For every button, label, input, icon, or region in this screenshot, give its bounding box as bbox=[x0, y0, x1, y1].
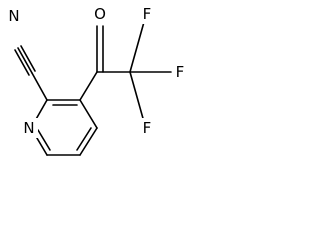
atom-labels: N O F F F N bbox=[5, 4, 188, 138]
nitrile-nitrogen-label: N bbox=[8, 7, 19, 25]
label-bg-f-right bbox=[172, 62, 188, 82]
bond-cf3-f-top bbox=[129, 21, 145, 73]
label-bg-f-bottom bbox=[139, 118, 155, 138]
fluorine-right-label: F bbox=[176, 63, 185, 81]
label-bg-ring-n bbox=[20, 118, 38, 138]
bond-nitrile-3 bbox=[14, 49, 30, 76]
bond-c3-carbonyl bbox=[79, 71, 98, 101]
bond-nitrile-2 bbox=[20, 45, 36, 72]
bond-cf3-f-bottom bbox=[129, 71, 145, 123]
fluorine-bottom-label: F bbox=[143, 119, 152, 137]
ring-nitrogen-label: N bbox=[23, 119, 34, 137]
bond-c3-c4 bbox=[79, 99, 98, 129]
bond-c4-c5-inner bbox=[76, 127, 92, 151]
bond-c6-ring-n-inner bbox=[37, 129, 51, 151]
fluorine-top-label: F bbox=[143, 5, 152, 23]
label-bg-carbonyl-o bbox=[91, 4, 109, 24]
label-bg-nitrile-n bbox=[5, 6, 23, 26]
carbonyl-oxygen-label: O bbox=[94, 5, 106, 23]
bond-nitrile-1 bbox=[17, 47, 33, 74]
label-bg-f-top bbox=[139, 4, 155, 24]
molecular-structure: N O F F F N bbox=[5, 4, 188, 156]
bonds bbox=[14, 21, 172, 156]
bond-c2-cn bbox=[31, 72, 48, 101]
bond-c4-c5 bbox=[79, 127, 98, 156]
